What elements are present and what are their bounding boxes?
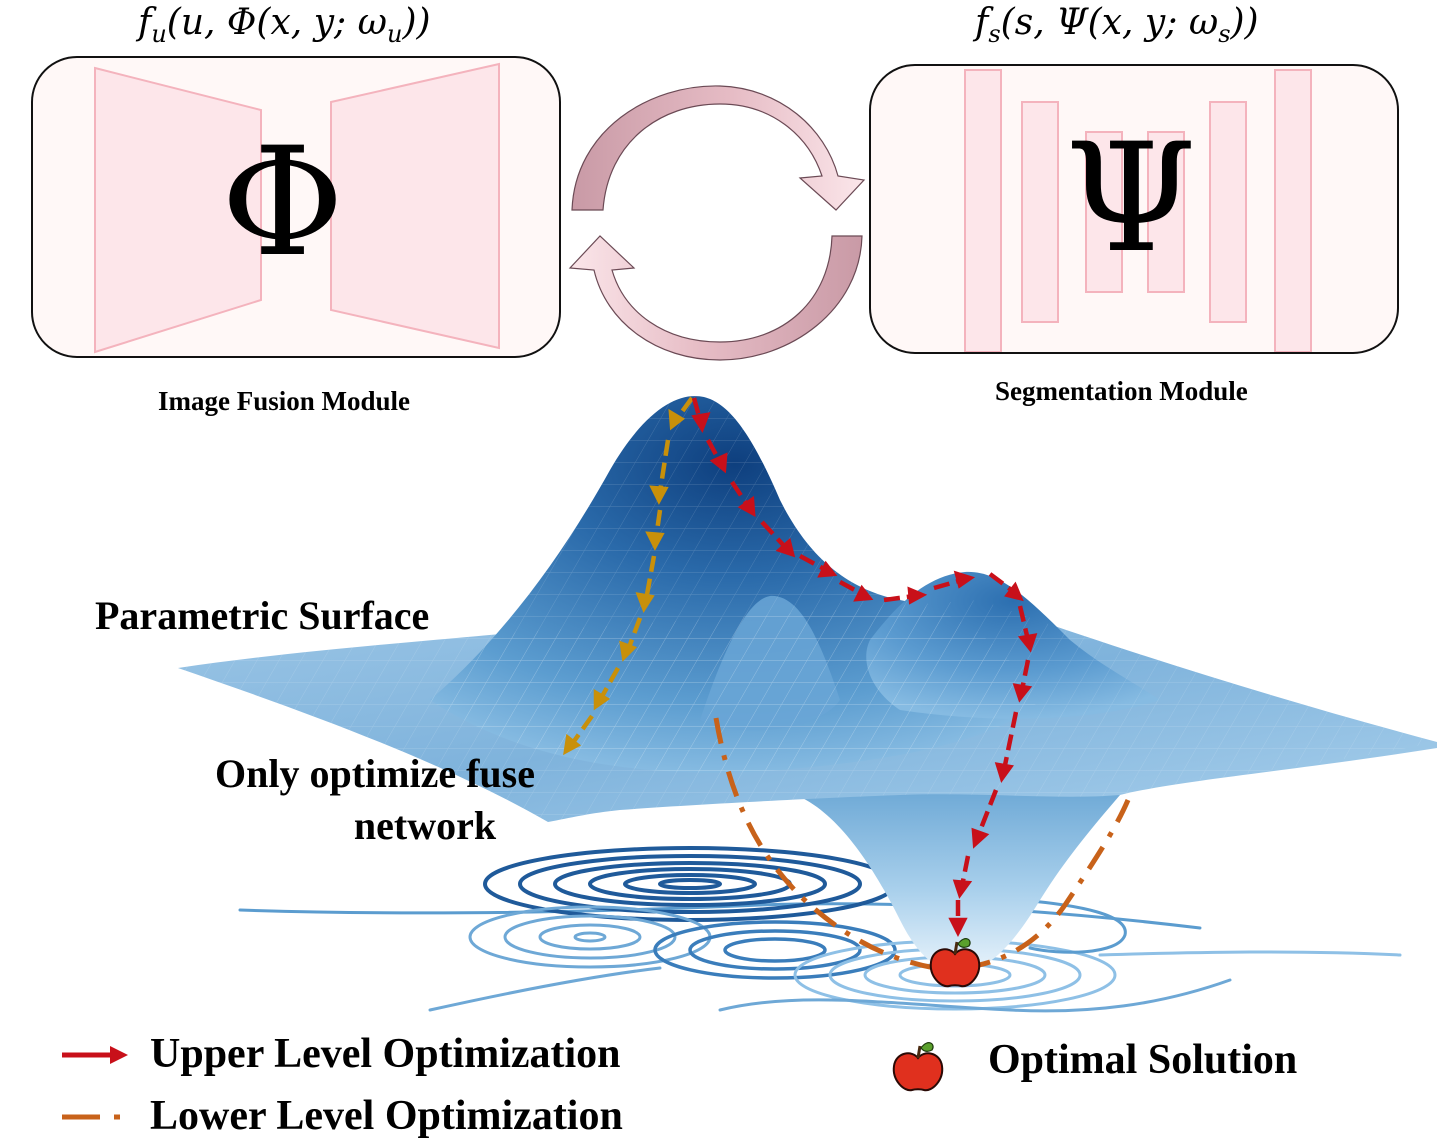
segmentation-module: Ψ: [869, 64, 1399, 354]
image-fusion-module: Φ: [31, 56, 561, 358]
phi-symbol: Φ: [221, 116, 344, 290]
legend-upper-label: Upper Level Optimization: [150, 1031, 621, 1077]
segmentation-formula: fs(s, Ψ(x, y; ωs)): [975, 2, 1259, 49]
legend-apple-icon: [892, 1042, 944, 1092]
peak-grid: [430, 396, 1040, 773]
fusion-network-shapes: [94, 62, 500, 354]
upper-level-path: [691, 397, 1038, 938]
fuse-only-path: [563, 396, 694, 756]
fuse-only-label-line1: Only optimize fuse: [215, 751, 535, 796]
fusion-caption: Image Fusion Module: [158, 386, 411, 416]
cycle-arrow-top: [571, 85, 866, 211]
segmentation-network-shapes: [964, 69, 1312, 352]
legend-upper-arrow-icon: [62, 1046, 128, 1064]
fuse-only-label: Only optimize fuse network: [215, 748, 535, 852]
legend-lower-label: Lower Level Optimization: [150, 1093, 623, 1139]
fuse-only-label-line2: network: [353, 803, 497, 848]
valley-funnel: [780, 790, 1120, 972]
contour-lines: [238, 846, 1402, 1013]
psi-symbol: Ψ: [1065, 112, 1197, 286]
segmentation-caption: Segmentation Module: [995, 376, 1248, 406]
parametric-surface-label: Parametric Surface: [95, 593, 430, 638]
cycle-arrow-bottom: [568, 235, 863, 361]
fusion-formula: fu(u, Φ(x, y; ωu)): [138, 2, 431, 49]
optimal-solution-apple-icon: [929, 938, 981, 988]
legend-optimal-label: Optimal Solution: [988, 1037, 1298, 1083]
